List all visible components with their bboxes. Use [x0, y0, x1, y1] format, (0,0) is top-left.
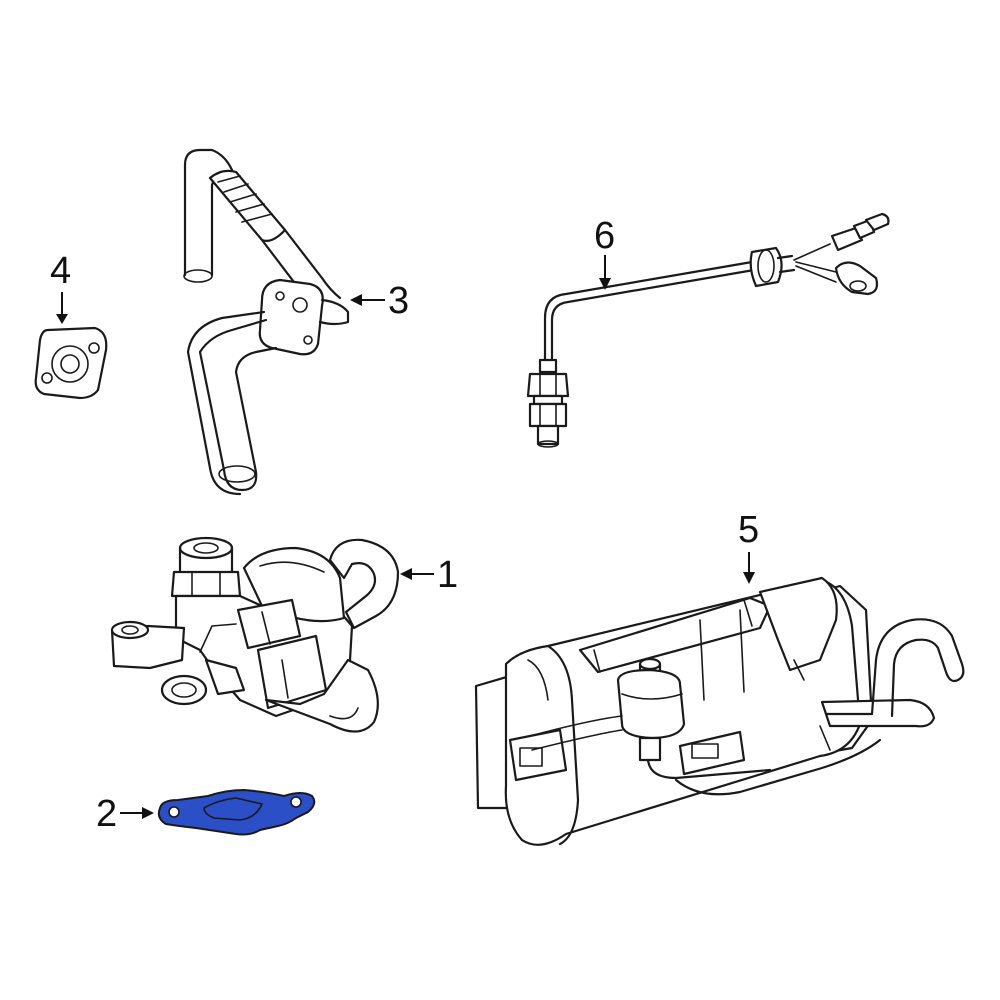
- callout-label-6: 6: [594, 215, 615, 257]
- part-6-oxygen-sensor[interactable]: [526, 212, 890, 448]
- callout-5: [743, 552, 755, 584]
- callout-1: [400, 568, 434, 580]
- part-4-gasket[interactable]: [34, 326, 108, 400]
- callout-label-5: 5: [738, 509, 759, 551]
- callout-label-1: 1: [437, 554, 458, 596]
- part-2-gasket-highlighted[interactable]: [157, 788, 316, 836]
- gasket-2-shape: [157, 788, 316, 836]
- callout-label-3: 3: [388, 280, 409, 322]
- callout-6: [599, 255, 611, 290]
- part-1-valve-assembly[interactable]: [110, 536, 400, 733]
- callout-label-4: 4: [50, 250, 71, 292]
- callout-label-2: 2: [96, 793, 117, 835]
- callout-2: [120, 807, 154, 819]
- callout-3: [350, 294, 385, 306]
- part-3-air-pipe[interactable]: [183, 148, 350, 496]
- callout-4: [56, 292, 68, 324]
- part-5-canister[interactable]: [474, 576, 965, 846]
